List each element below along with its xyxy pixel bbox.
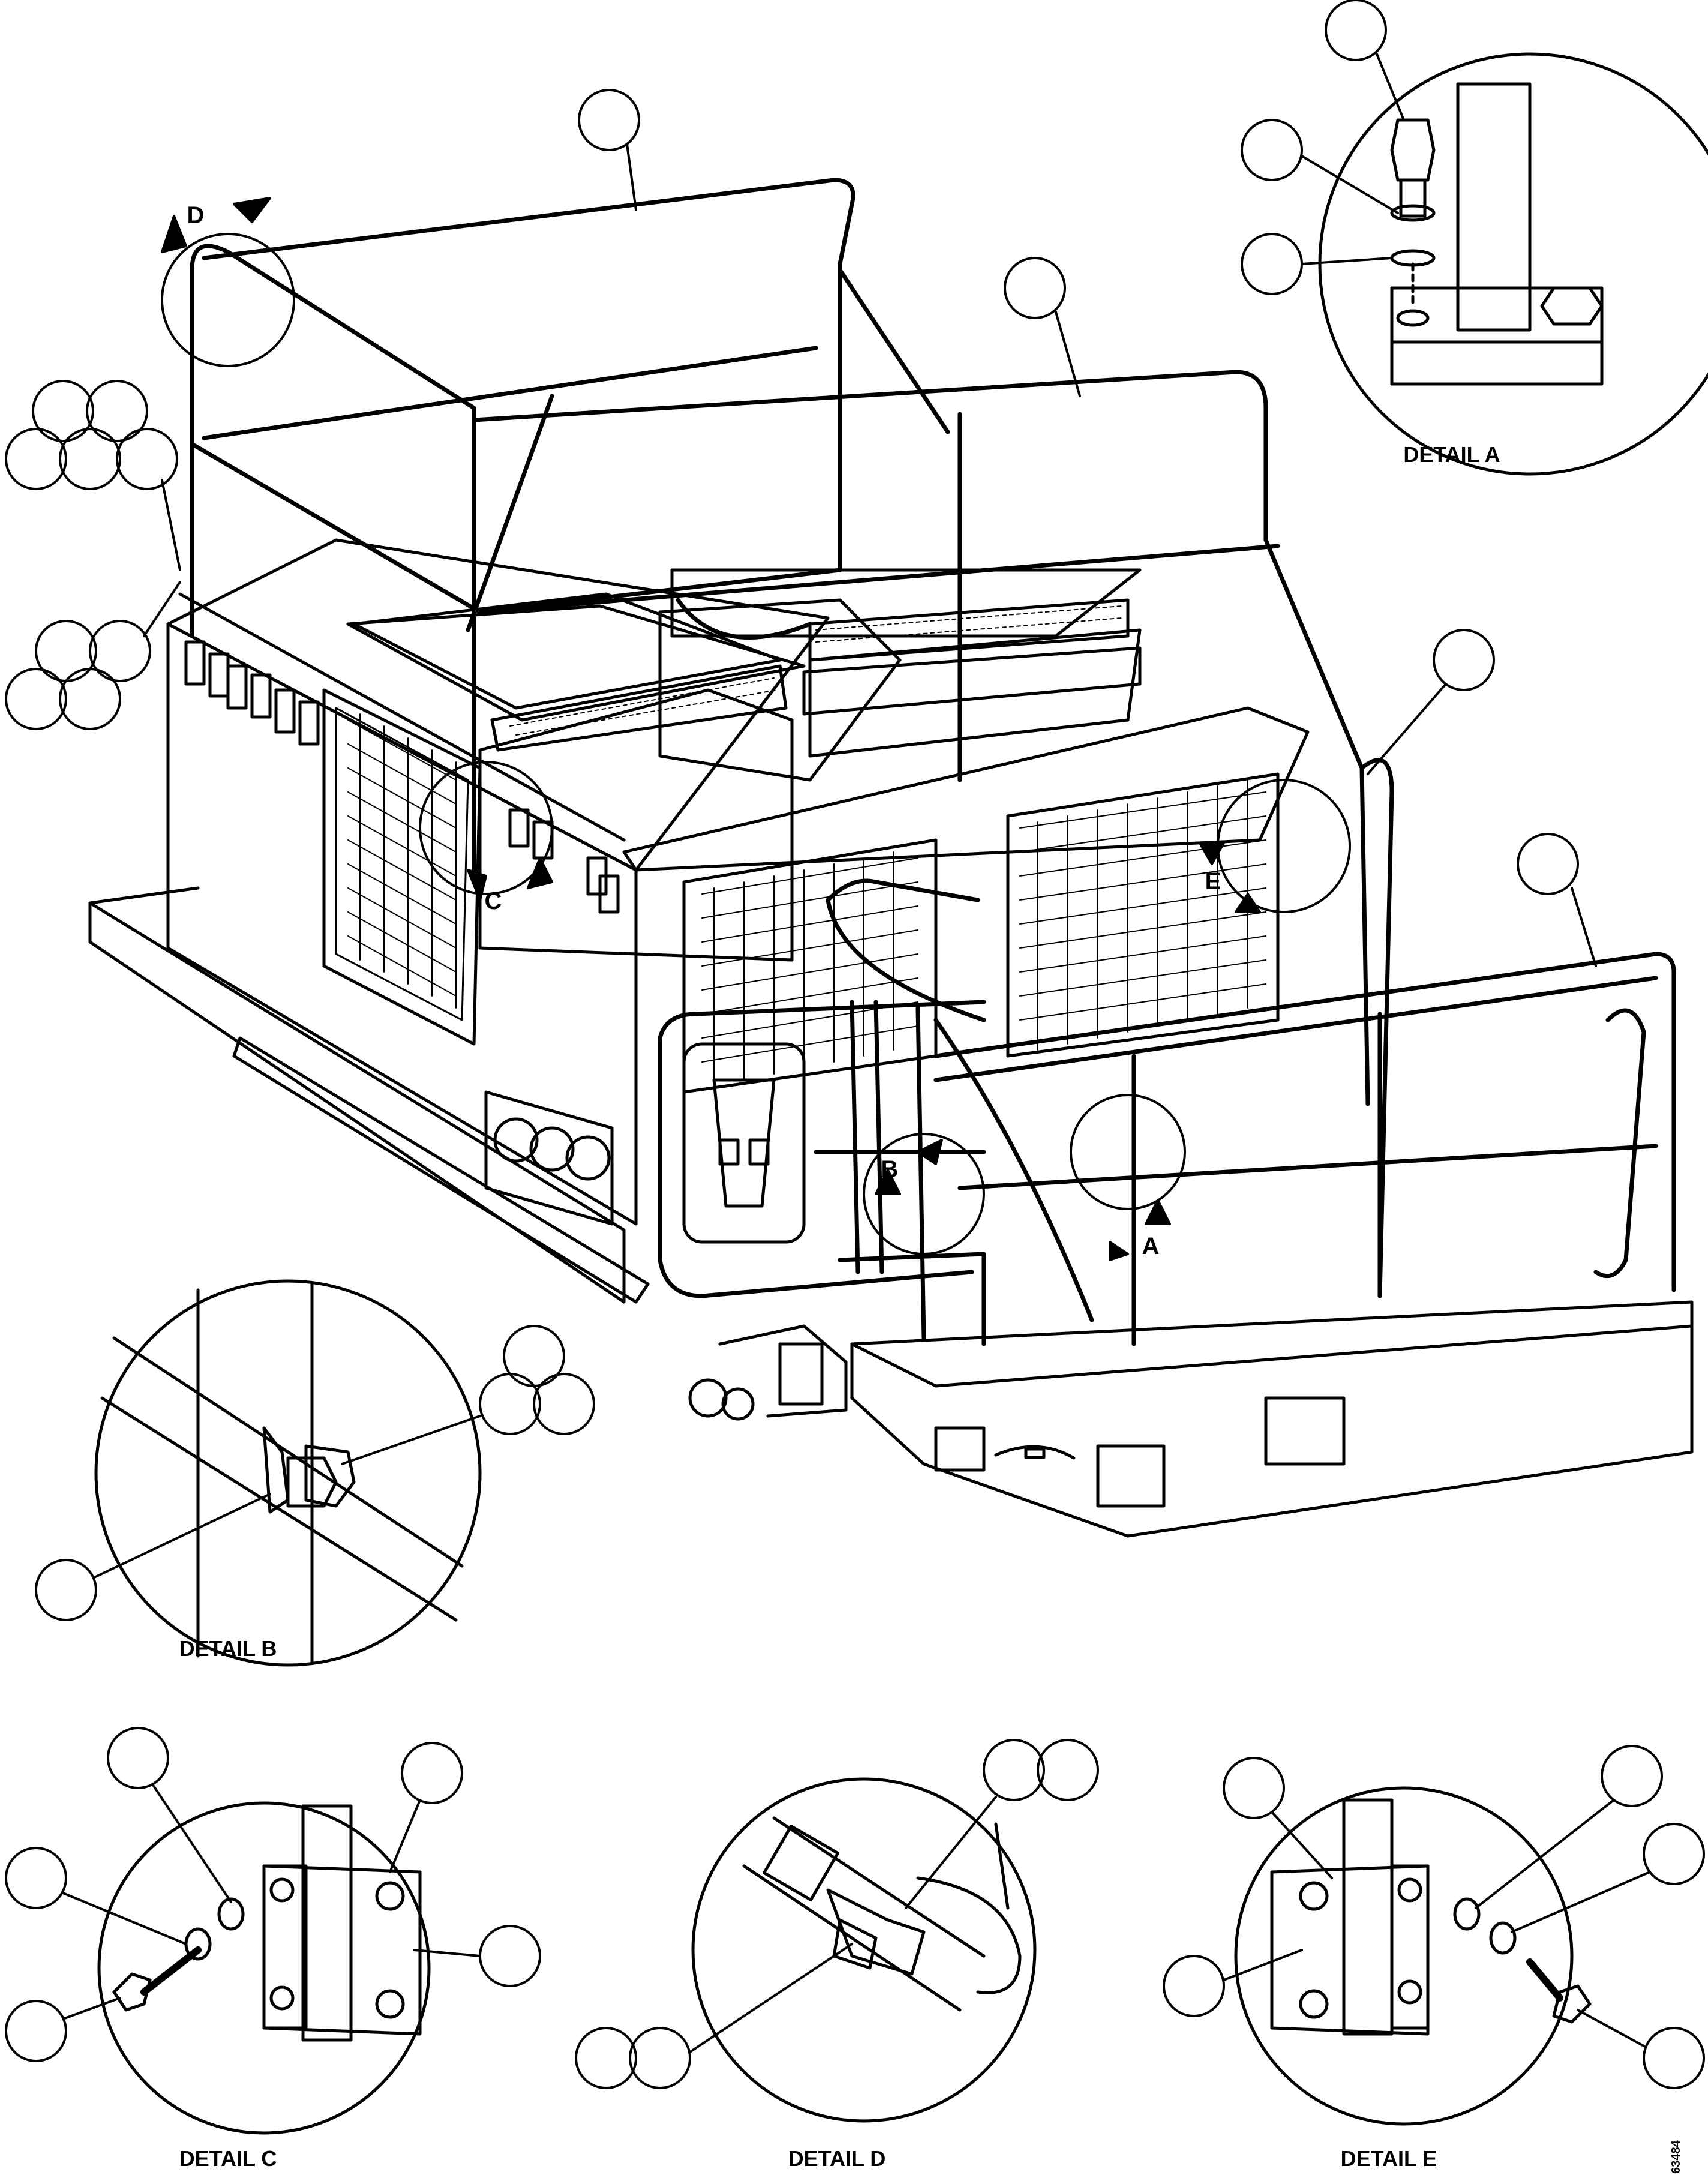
- callout-balloon[interactable]: [32, 380, 94, 442]
- callout-balloon[interactable]: [59, 668, 121, 730]
- callout-balloon[interactable]: [89, 620, 151, 682]
- callout-balloon[interactable]: [479, 1373, 541, 1435]
- light-box: [484, 1090, 614, 1226]
- main-assembly: [88, 178, 1694, 1538]
- detail-b-label: DETAIL B: [179, 1636, 277, 1661]
- callout-balloon[interactable]: [533, 1373, 595, 1435]
- callout-balloon[interactable]: [5, 1847, 67, 1909]
- callout-balloon[interactable]: [578, 89, 640, 151]
- view-marker-c: C: [485, 888, 502, 914]
- callout-balloon[interactable]: [1325, 0, 1387, 61]
- view-marker-a: A: [1142, 1233, 1160, 1259]
- callout-balloon[interactable]: [1163, 1955, 1225, 2017]
- callout-balloon[interactable]: [59, 428, 121, 490]
- callout-balloon[interactable]: [1517, 833, 1579, 895]
- callout-balloon[interactable]: [1433, 629, 1495, 691]
- callout-balloon[interactable]: [1643, 2027, 1705, 2089]
- detail-b: [94, 1279, 482, 1667]
- callout-balloon[interactable]: [35, 1559, 97, 1621]
- callout-balloon[interactable]: [107, 1727, 169, 1789]
- view-arrows: [161, 197, 1261, 1261]
- callout-balloon[interactable]: [35, 620, 97, 682]
- base-frame: [88, 886, 1694, 1538]
- detail-a: [1318, 52, 1708, 476]
- callout-balloon[interactable]: [86, 380, 148, 442]
- callout-balloon[interactable]: [5, 428, 67, 490]
- callout-balloon[interactable]: [5, 668, 67, 730]
- callout-balloon[interactable]: [575, 2027, 637, 2089]
- drawing-number: 63484: [1670, 2140, 1683, 2173]
- callout-balloon[interactable]: [629, 2027, 691, 2089]
- callout-balloon[interactable]: [1601, 1745, 1663, 1807]
- detail-d-label: DETAIL D: [788, 2146, 886, 2171]
- text-labels: DETAIL A DETAIL B DETAIL C DETAIL D DETA…: [179, 202, 1683, 2174]
- view-marker-e: E: [1205, 868, 1221, 895]
- roof-panels: [352, 592, 1142, 752]
- callout-balloon[interactable]: [1004, 257, 1066, 319]
- detail-a-label: DETAIL A: [1403, 442, 1500, 467]
- tow-hitch: [688, 1324, 848, 1421]
- handrails: [190, 178, 1676, 1346]
- detail-b-ring: [863, 1133, 985, 1255]
- callout-balloon[interactable]: [1037, 1739, 1099, 1801]
- detail-a-ring: [1070, 1094, 1186, 1210]
- detail-c-ring: [419, 761, 553, 895]
- view-marker-b: B: [881, 1156, 899, 1183]
- callout-balloon[interactable]: [401, 1742, 463, 1804]
- callout-balloon[interactable]: [1643, 1823, 1705, 1885]
- detail-d-ring: [161, 233, 295, 367]
- detail-c-label: DETAIL C: [179, 2146, 277, 2171]
- view-marker-d: D: [187, 202, 205, 229]
- callout-balloons[interactable]: [5, 0, 1705, 2089]
- callout-balloon[interactable]: [503, 1325, 565, 1387]
- callout-balloon[interactable]: [116, 428, 178, 490]
- side-grille: [322, 688, 482, 1046]
- detail-c: [97, 1801, 431, 2135]
- callout-balloon[interactable]: [1241, 233, 1303, 295]
- detail-e-ring: [1217, 779, 1351, 913]
- callout-balloon[interactable]: [983, 1739, 1045, 1801]
- detail-callout-rings: [161, 233, 1351, 1255]
- detail-d: [691, 1777, 1037, 2123]
- receptacle: [682, 1042, 806, 1244]
- callout-balloon[interactable]: [479, 1925, 541, 1987]
- callout-balloon[interactable]: [1223, 1757, 1285, 1819]
- detail-e-label: DETAIL E: [1341, 2146, 1437, 2171]
- callout-balloon[interactable]: [5, 2000, 67, 2062]
- callout-balloon[interactable]: [1241, 119, 1303, 181]
